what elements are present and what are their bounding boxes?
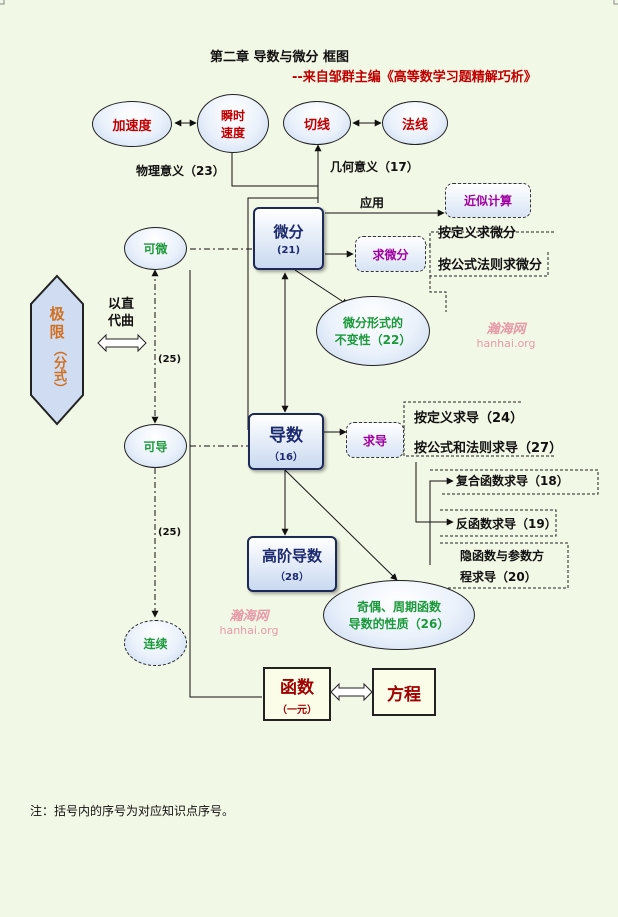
connector-derivative-meaning — [247, 197, 318, 430]
double-arrow-function-equation — [330, 682, 373, 702]
approximate-calculation-box: 近似计算 — [445, 183, 531, 218]
derivative-label: 导数 — [269, 425, 303, 446]
bracket-deriv-formula — [403, 428, 555, 457]
derivable-label: 可导 — [143, 439, 168, 454]
differential-invariance-label-1: 微分形式的 — [342, 316, 403, 330]
differential-invariance-label-2: 不变性（22） — [334, 333, 412, 347]
derivative-by-definition-label: 按定义求导（24） — [414, 411, 524, 426]
derivative-box: 导数 （16） — [248, 413, 324, 470]
connector-physical-meaning — [231, 153, 318, 187]
footnote: 注：括号内的序号为对应知识点序号。 — [30, 804, 235, 818]
continuous-node: 连续 — [124, 620, 187, 666]
connector-invariance — [294, 269, 349, 306]
application-label: 应用 — [360, 196, 385, 210]
page-subtitle: --来自邹群主编《高等数学习题精解巧析》 — [292, 70, 537, 85]
tangent-label: 切线 — [303, 117, 330, 133]
instant-velocity-label-1: 瞬时 — [220, 108, 245, 123]
relation-25-upper: (25) — [158, 354, 182, 365]
geometric-meaning-label: 几何意义（17） — [330, 160, 419, 174]
page-title: 第二章 导数与微分 框图 — [210, 50, 350, 65]
parity-periodic-label-1: 奇偶、周期函数 — [356, 600, 441, 614]
differential-label: 微分 — [273, 223, 304, 241]
bracket-inverse — [440, 509, 557, 537]
implicit-function-label-2: 程求导（20） — [460, 570, 537, 584]
find-differential-box: 求微分 — [355, 236, 426, 272]
watermark-top: 瀚海网 hanhai.org — [462, 318, 550, 350]
bracket-diff-formula — [429, 245, 549, 277]
connector-branch-composite — [429, 477, 454, 490]
derivable-node: 可导 — [124, 424, 187, 468]
implicit-function-label-1: 隐函数与参数方 — [460, 549, 545, 563]
fraction-label: （分式） — [51, 343, 66, 395]
equation-label: 方程 — [387, 684, 421, 705]
differentiable-node: 可微 — [124, 227, 187, 270]
tangent-node: 切线 — [283, 101, 351, 145]
acceleration-node: 加速度 — [92, 101, 172, 147]
connector-parity — [284, 469, 398, 581]
watermark-top-name: 瀚海网 — [486, 322, 526, 337]
approximate-calculation-label: 近似计算 — [463, 194, 512, 208]
continuous-label: 连续 — [143, 636, 168, 651]
function-box: 函数 （一元） — [263, 667, 331, 721]
limit-hexagon — [30, 274, 84, 426]
find-differential-label: 求微分 — [372, 247, 409, 262]
instant-velocity-label-2: 速度 — [220, 125, 245, 140]
derivative-by-formula-label: 按公式和法则求导（27） — [414, 441, 563, 456]
watermark-bottom-url: hanhai.org — [219, 624, 279, 637]
page-corner-mark-left — [0, 0, 5, 5]
double-arrow-straight-curve — [97, 333, 147, 353]
acceleration-label: 加速度 — [112, 118, 152, 134]
bracket-invariance — [429, 276, 447, 312]
function-subtitle: （一元） — [277, 704, 317, 716]
function-label: 函数 — [280, 677, 314, 698]
watermark-bottom: 瀚海网 hanhai.org — [205, 605, 293, 637]
differential-number: (21) — [276, 245, 301, 256]
differentiable-label: 可微 — [143, 242, 168, 256]
equation-box: 方程 — [372, 668, 436, 716]
normal-label: 法线 — [401, 117, 428, 133]
instant-velocity-node: 瞬时 速度 — [197, 94, 269, 153]
bracket-composite — [430, 469, 599, 495]
page-corner-mark-right — [613, 0, 618, 5]
find-derivative-box: 求导 — [346, 422, 404, 458]
higher-derivative-number: （28） — [275, 572, 309, 583]
derivative-number: （16） — [269, 451, 303, 463]
relation-25-lower: (25) — [158, 527, 182, 538]
watermark-bottom-name: 瀚海网 — [229, 609, 269, 624]
higher-derivative-box: 高阶导数 （28） — [247, 536, 337, 592]
physical-meaning-label: 物理意义（23） — [136, 164, 225, 178]
bracket-implicit — [440, 542, 569, 589]
watermark-top-url: hanhai.org — [476, 337, 536, 350]
differential-by-definition-label: 按定义求微分 — [438, 226, 517, 241]
connector-branch-inverse — [415, 462, 454, 526]
parity-periodic-label-2: 导数的性质（26） — [348, 617, 450, 631]
differential-box: 微分 (21) — [253, 207, 324, 270]
parity-periodic-node: 奇偶、周期函数 导数的性质（26） — [323, 580, 475, 650]
higher-derivative-label: 高阶导数 — [261, 547, 322, 565]
limit-label: 极限 — [49, 305, 65, 341]
connector-function — [189, 270, 262, 698]
inverse-function-label: 反函数求导（19） — [456, 517, 557, 531]
find-derivative-label: 求导 — [362, 433, 387, 448]
differential-invariance-node: 微分形式的 不变性（22） — [316, 296, 430, 366]
straight-for-curve-label-2: 代曲 — [108, 314, 135, 329]
normal-node: 法线 — [382, 101, 448, 145]
straight-for-curve-label-1: 以直 — [108, 297, 135, 312]
composite-function-label: 复合函数求导（18） — [456, 474, 569, 488]
differential-by-formula-label: 按公式法则求微分 — [438, 258, 543, 273]
